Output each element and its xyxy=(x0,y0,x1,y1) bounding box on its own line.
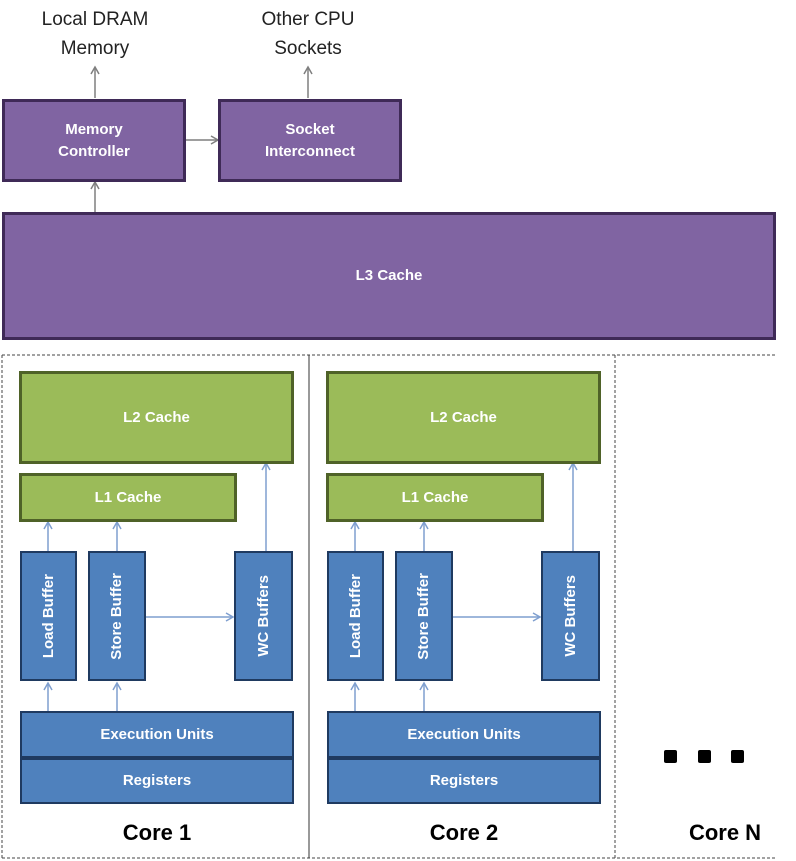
core1-registers: Registers xyxy=(20,758,294,804)
core2-store-buffer-label: Store Buffer xyxy=(415,572,433,660)
ellipsis-dot xyxy=(731,750,744,763)
core2-load-buffer: Load Buffer xyxy=(327,551,384,681)
core2-l1-cache: L1 Cache xyxy=(326,473,544,522)
core1-l2-cache: L2 Cache xyxy=(19,371,294,464)
core2-execution-units: Execution Units xyxy=(327,711,601,758)
core1-label: Core 1 xyxy=(122,820,192,845)
coreN-label: Core N xyxy=(688,820,762,845)
core2-load-buffer-label: Load Buffer xyxy=(346,573,364,659)
core2-registers: Registers xyxy=(327,758,601,804)
core1-store-buffer: Store Buffer xyxy=(88,551,146,681)
ellipsis-dots xyxy=(664,750,744,764)
core2-wc-buffers: WC Buffers xyxy=(541,551,600,681)
socket-interconnect-box: Socket Interconnect xyxy=(218,99,402,182)
memory-controller-box: Memory Controller xyxy=(2,99,186,182)
l3-cache-box: L3 Cache xyxy=(2,212,776,340)
other-cpu-sockets-label: Other CPU Sockets xyxy=(261,9,355,59)
ellipsis-dot xyxy=(664,750,677,763)
core1-load-buffer: Load Buffer xyxy=(20,551,77,681)
core1-l1-cache: L1 Cache xyxy=(19,473,237,522)
core2-l2-cache: L2 Cache xyxy=(326,371,601,464)
core2-wc-buffers-label: WC Buffers xyxy=(561,575,579,657)
core1-execution-units: Execution Units xyxy=(20,711,294,758)
ellipsis-dot xyxy=(698,750,711,763)
core1-load-buffer-label: Load Buffer xyxy=(39,573,57,659)
local-dram-label: Local DRAM Memory xyxy=(41,9,149,59)
core1-wc-buffers-label: WC Buffers xyxy=(254,575,272,657)
core1-wc-buffers: WC Buffers xyxy=(234,551,293,681)
core2-label: Core 2 xyxy=(429,820,499,845)
core2-store-buffer: Store Buffer xyxy=(395,551,453,681)
core1-store-buffer-label: Store Buffer xyxy=(108,572,126,660)
